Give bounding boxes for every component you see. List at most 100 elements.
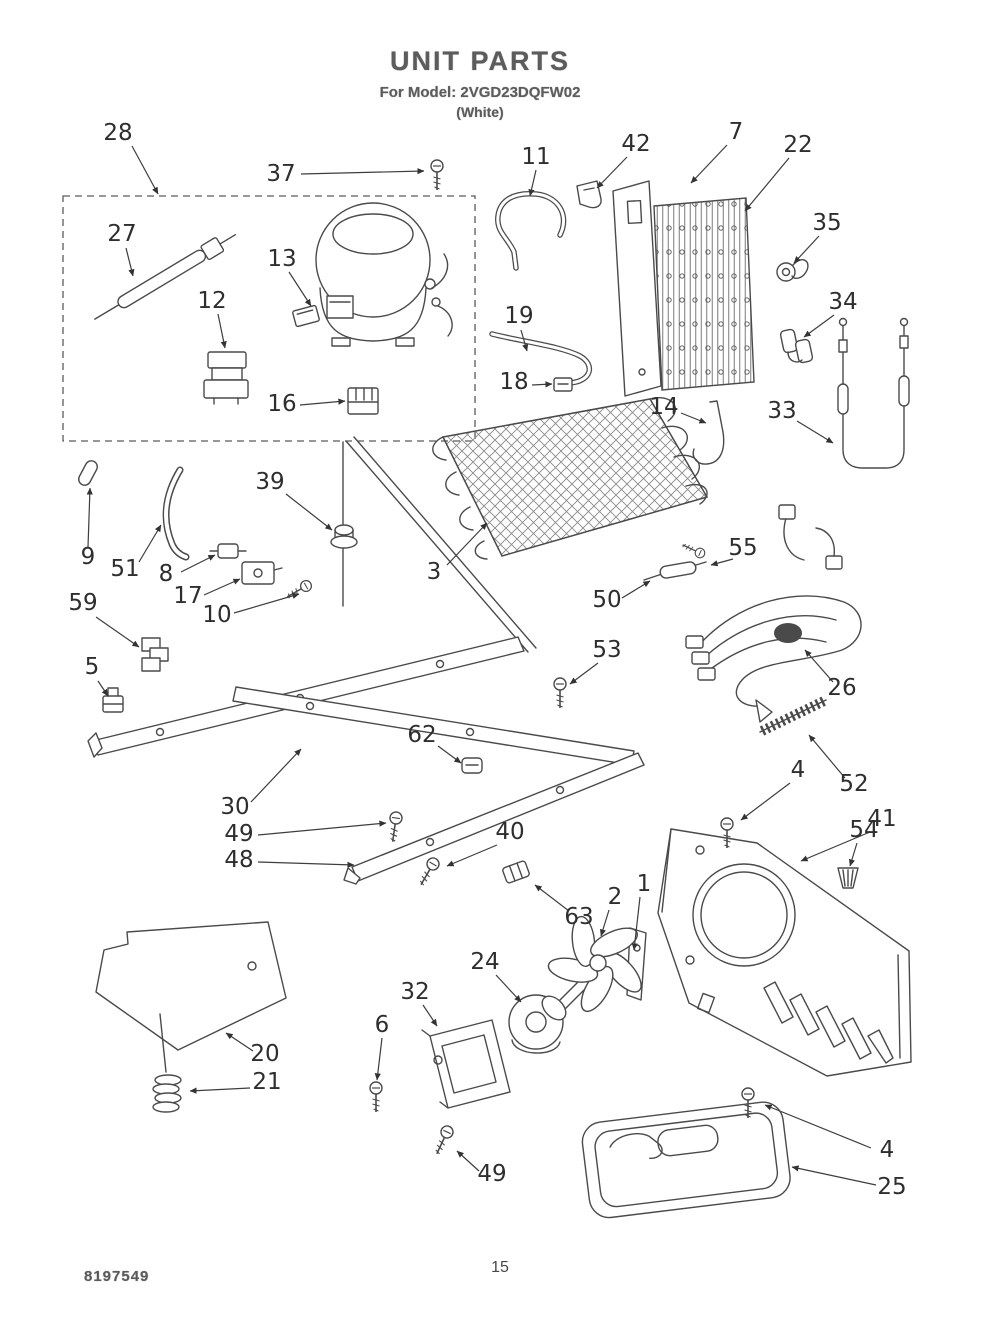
part-35 [776, 259, 809, 282]
callout-25: 25 [877, 1174, 906, 1200]
callout-9: 9 [81, 544, 96, 570]
part-11-tube [495, 190, 567, 271]
callout-leader-11 [528, 169, 537, 197]
callout-52: 52 [839, 771, 868, 797]
callout-leader-41 [800, 831, 871, 862]
callout-3: 3 [427, 559, 442, 585]
callout-24: 24 [470, 949, 499, 975]
callout-50: 50 [592, 587, 621, 613]
doc-number: 8197549 [84, 1268, 150, 1285]
callout-leader-33 [796, 420, 834, 444]
callout-leader-51 [138, 524, 162, 563]
callout-leader-62 [437, 745, 462, 764]
screw-49-upper [385, 810, 404, 844]
callout-leader-4 [740, 782, 791, 821]
callout-21: 21 [252, 1069, 281, 1095]
callout-leader-40 [446, 844, 498, 867]
part-63-fitting [502, 860, 530, 884]
part-7-panel [612, 180, 662, 397]
compressor [315, 202, 453, 347]
callout-leader-6 [374, 1037, 383, 1081]
callout-leader-7 [690, 144, 728, 184]
callout-17: 17 [173, 583, 202, 609]
callout-leader-55 [710, 558, 734, 567]
part-24-motor [508, 971, 595, 1054]
callout-leader-5 [97, 680, 109, 697]
callout-10: 10 [202, 602, 231, 628]
callout-1: 1 [637, 871, 652, 897]
part-26-harness [685, 504, 862, 723]
callout-leader-2 [599, 909, 610, 937]
callout-55: 55 [728, 535, 757, 561]
callout-2: 2 [608, 884, 623, 910]
part-51-tube [162, 466, 190, 561]
callout-leader-14 [680, 412, 707, 424]
callout-leader-12 [217, 313, 227, 349]
part-50-probe [643, 561, 707, 581]
callout-48: 48 [224, 847, 253, 873]
callout-28: 28 [103, 120, 132, 146]
part-20-panel [95, 921, 287, 1073]
callout-leader-49 [456, 1150, 480, 1172]
callout-leader-1 [631, 896, 641, 951]
callout-4: 4 [791, 757, 806, 783]
part-32-bracket [421, 1019, 511, 1109]
callout-leader-49 [257, 820, 387, 836]
callout-leader-37 [300, 168, 425, 175]
callout-leader-35 [793, 235, 820, 264]
callout-7: 7 [729, 119, 744, 145]
callout-26: 26 [827, 675, 856, 701]
callout-22: 22 [783, 132, 812, 158]
callout-leader-16 [299, 398, 346, 406]
callout-37: 37 [266, 161, 295, 187]
page-header: UNIT PARTS For Model: 2VGD23DQFW02 (Whit… [0, 46, 960, 120]
screw-37 [430, 159, 444, 191]
part-30-rails [87, 636, 635, 766]
refrigerant-tubes [342, 436, 537, 653]
part-21-spring [152, 1074, 182, 1113]
callout-leader-18 [531, 381, 553, 388]
callout-62: 62 [407, 722, 436, 748]
callout-12: 12 [197, 288, 226, 314]
callout-4: 4 [880, 1137, 895, 1163]
callout-27: 27 [107, 221, 136, 247]
callout-leader-42 [596, 156, 628, 189]
part-27-tube [94, 233, 237, 320]
part-59 [141, 637, 169, 672]
callout-32: 32 [400, 979, 429, 1005]
callout-leader-19 [520, 329, 529, 352]
part-54-cap [837, 867, 859, 889]
callout-33: 33 [767, 398, 796, 424]
callout-13: 13 [267, 246, 296, 272]
callout-leader-28 [131, 145, 159, 195]
callout-leader-13 [288, 271, 312, 307]
callout-leader-4 [764, 1104, 872, 1149]
screw-53 [553, 677, 567, 709]
callout-leader-21 [189, 1087, 251, 1094]
callout-leader-54 [848, 842, 858, 867]
callout-leader-3 [446, 522, 488, 566]
callout-42: 42 [621, 131, 650, 157]
callout-leader-48 [257, 861, 355, 868]
part-19-tube [489, 331, 592, 389]
callout-leader-53 [569, 662, 599, 685]
callout-leader-25 [791, 1165, 877, 1186]
part-2-fan [547, 915, 642, 1013]
part-12 [203, 351, 249, 405]
screw-55 [679, 539, 708, 561]
callout-35: 35 [812, 210, 841, 236]
callout-54: 54 [849, 817, 878, 843]
callout-18: 18 [499, 369, 528, 395]
callout-leader-9 [86, 487, 93, 548]
part-14-bracket [692, 400, 725, 465]
part-42-bracket [576, 180, 602, 209]
callout-leader-27 [125, 247, 135, 277]
part-25-drain-pan [581, 1101, 791, 1219]
callout-51: 51 [110, 556, 139, 582]
callout-30: 30 [220, 794, 249, 820]
color-line: (White) [456, 104, 504, 120]
part-17 [241, 561, 283, 585]
